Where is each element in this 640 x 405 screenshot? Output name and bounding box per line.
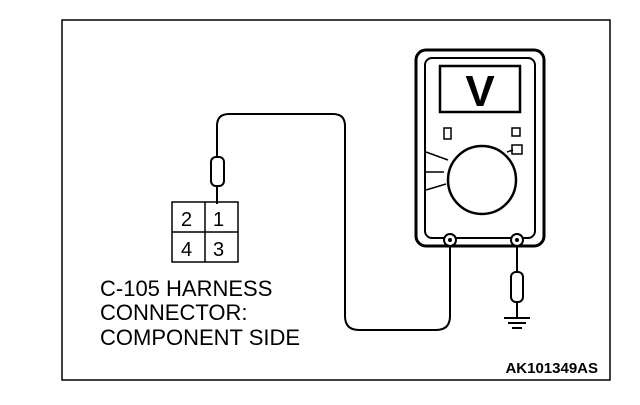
connector-label-line-1: C-105 HARNESS: [100, 276, 272, 301]
pin-4-label: 4: [181, 239, 192, 261]
range-tick: [506, 149, 514, 153]
pin-3-label: 3: [213, 239, 224, 261]
range-tick: [425, 151, 449, 161]
probe-body: [210, 156, 225, 187]
ground-probe-body: [510, 271, 524, 303]
display-voltage-symbol: V: [465, 67, 495, 116]
rotary-dial: [446, 144, 518, 216]
pin-1-label: 1: [213, 209, 224, 231]
test-lead-wire: [216, 113, 451, 331]
pin-2-label: 2: [181, 209, 192, 231]
indicator-right-bottom: [511, 144, 523, 155]
connector-label-line-2: CONNECTOR:: [100, 300, 248, 325]
range-tick: [425, 183, 447, 191]
ground-lead: [504, 246, 530, 329]
multimeter-inner-case: [424, 57, 536, 239]
connector-label: C-105 HARNESS CONNECTOR: COMPONENT SIDE: [100, 276, 300, 350]
multimeter-display: [438, 64, 522, 114]
jack-positive-hole: [448, 238, 452, 242]
jack-common-hole: [515, 238, 519, 242]
indicator-left: [443, 127, 452, 140]
probe-lead-pin1: [210, 113, 451, 331]
figure-frame: [61, 19, 611, 381]
connector-label-line-3: COMPONENT SIDE: [100, 325, 300, 350]
figure-code: AK101349AS: [505, 360, 598, 377]
harness-connector: 2 1 4 3: [171, 201, 239, 263]
multimeter: V: [414, 48, 546, 248]
indicator-right-top: [511, 127, 521, 137]
